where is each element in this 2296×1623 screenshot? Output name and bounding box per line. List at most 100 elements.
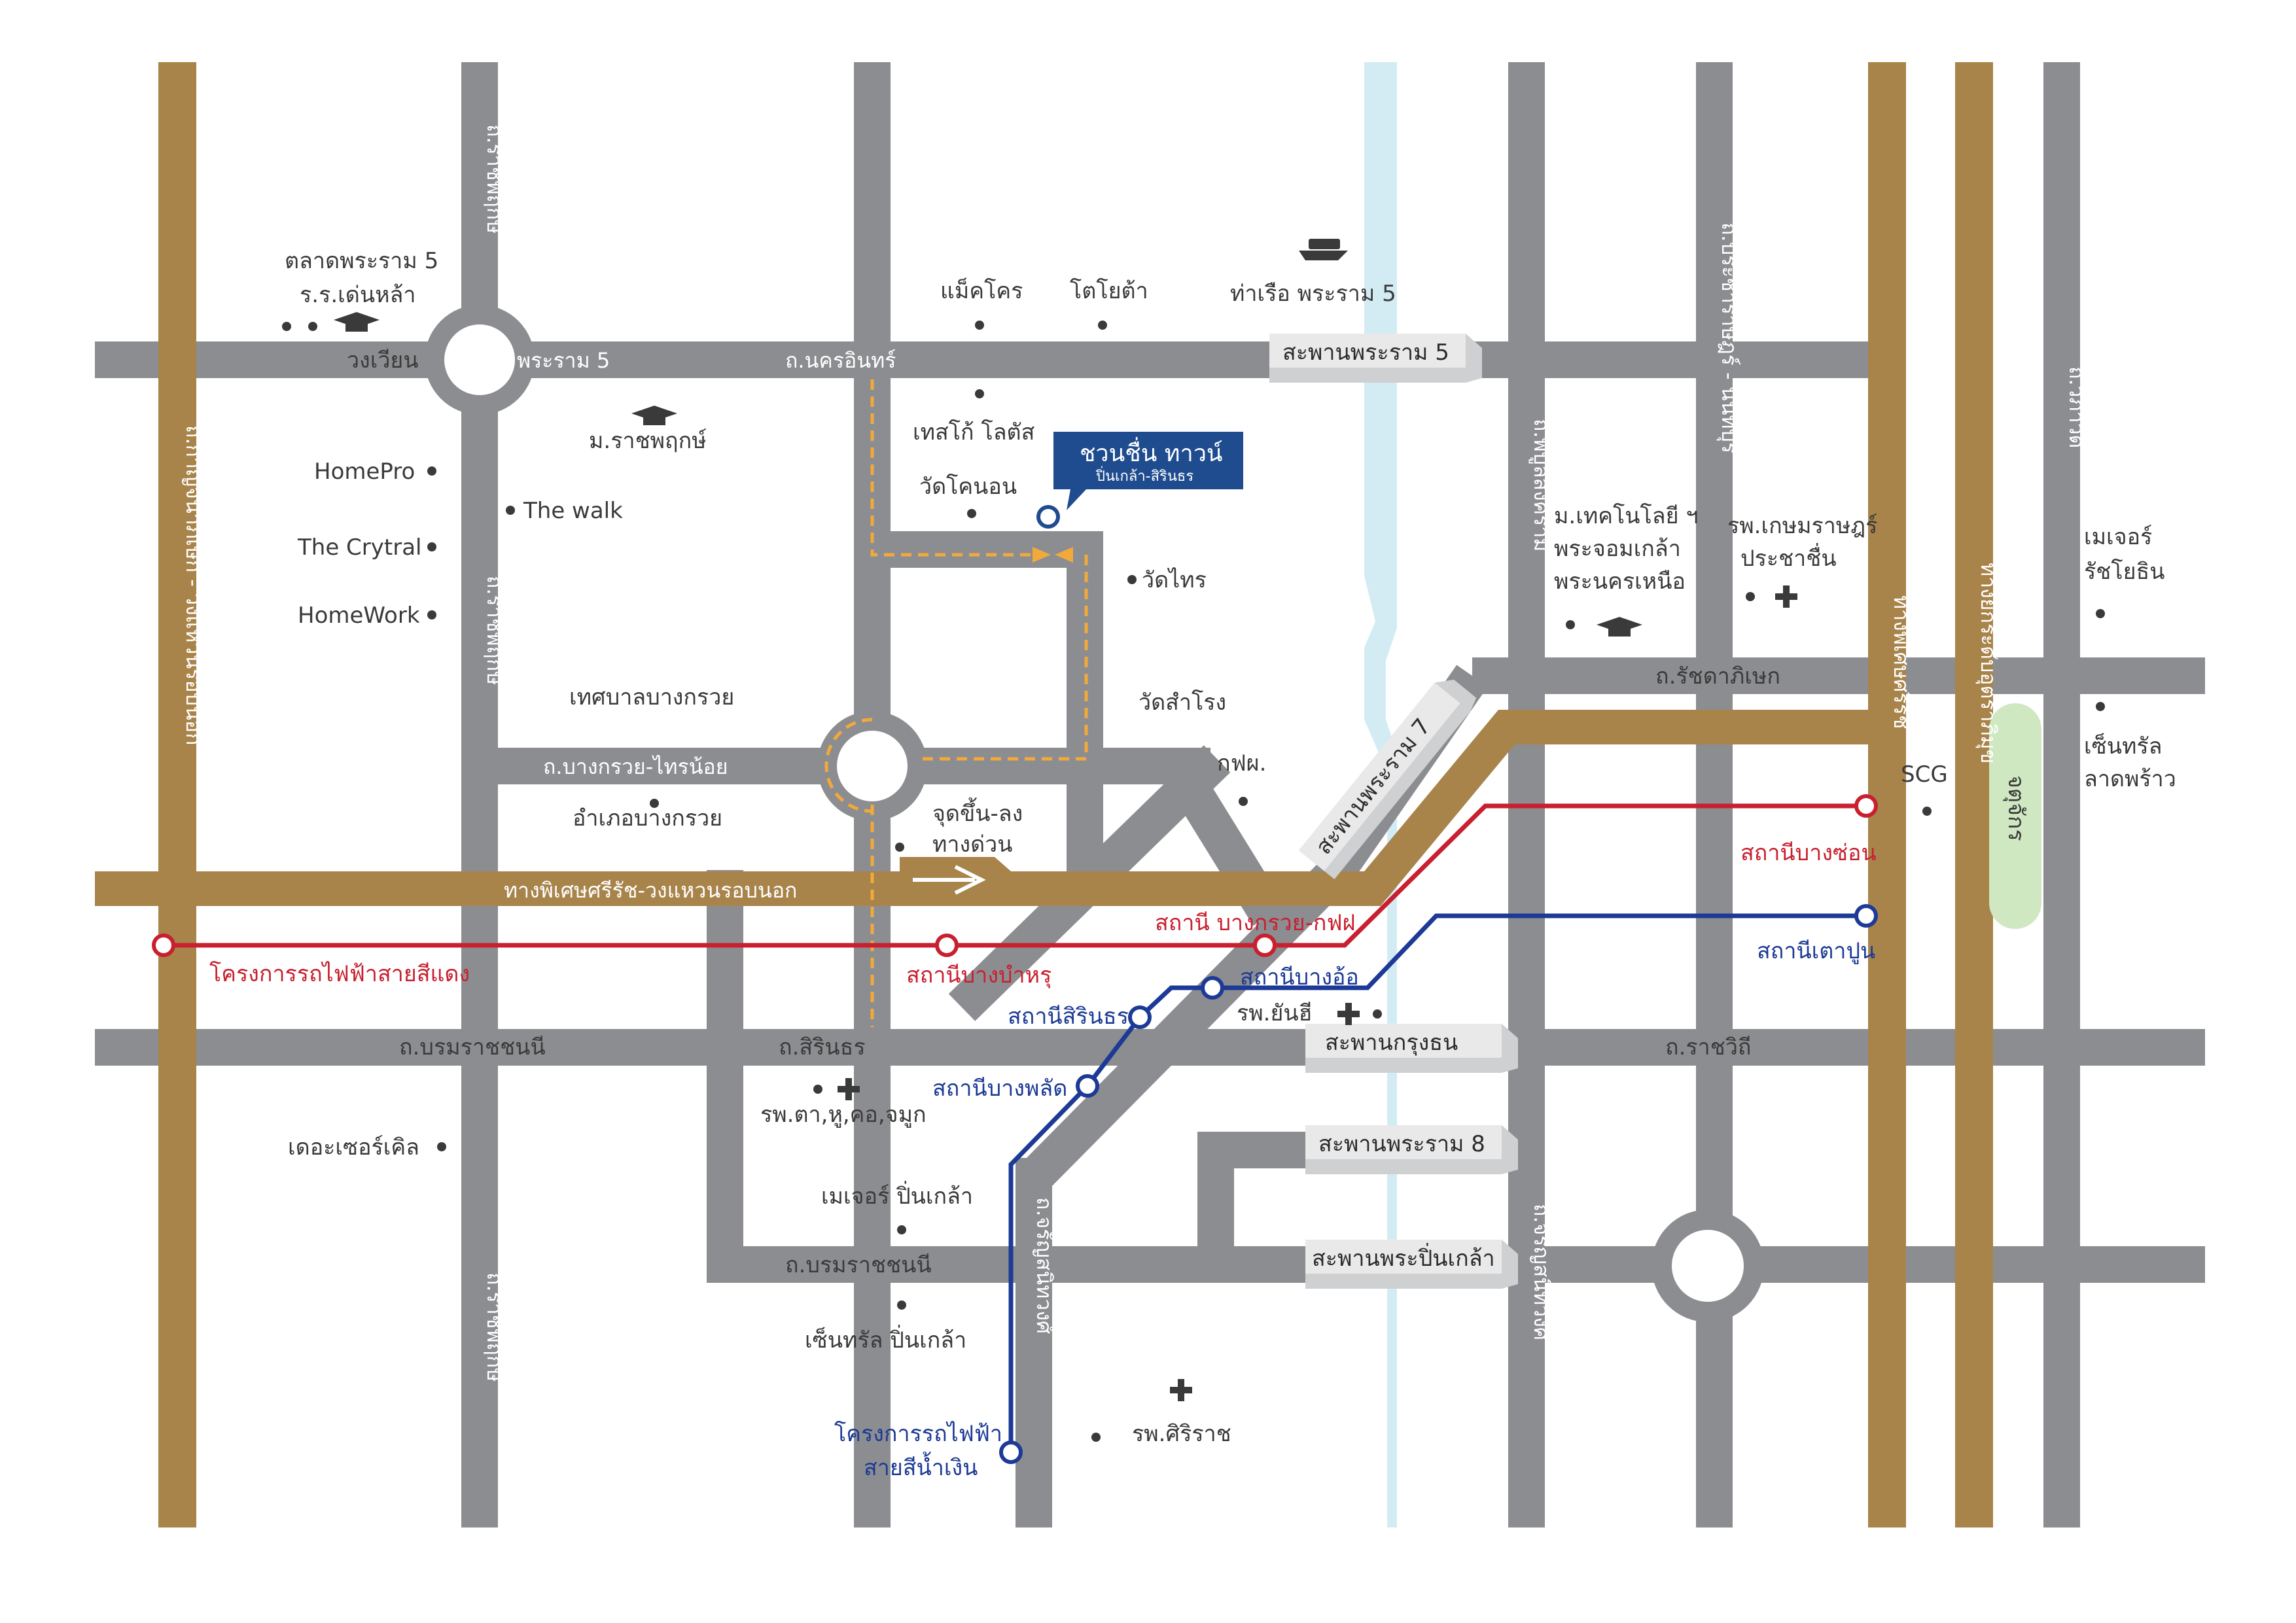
blue-line-stations [999,904,1878,1464]
project-subtitle: ปิ่นเกล้า-สิรินธร [1095,466,1194,485]
expressway-ramp-arrow-icon [900,857,1021,890]
red-line-stations [152,794,1878,957]
label-central-pinklao: เซ็นทรัล ปิ่นเกล้า [805,1325,966,1353]
expressway-arrow-stroke [913,865,986,895]
blue-station-end [999,1440,1023,1464]
label-homepro: HomePro [314,459,415,485]
road-nakhon-in: ถ.นครอินทร์ [785,348,896,373]
label-kmutnb-2: พระจอมเกล้า [1554,536,1681,562]
label-kasemrad-1: รพ.เกษมราษฎร์ [1727,513,1877,539]
project-pin [1036,505,1060,529]
road-wongwian: วงเวียน [347,347,419,374]
blue-station-sirindhorn-label: สถานีสิรินธร [1008,1003,1129,1030]
red-station-bang-kruai-label: สถานี บางกรวย-กฟฝ [1155,910,1355,936]
route-to-project [824,379,1088,1027]
blue-station-bang-o-label: สถานีบางอ้อ [1240,964,1359,990]
label-thewalk: The walk [523,498,623,524]
label-kmutnb-3: พระนครเหนือ [1554,568,1686,595]
road-charan-right: ถ.จรัญสนิทวงศ์ [1529,1204,1554,1340]
road-borom-bottom: ถ.บรมราชชนนี [785,1252,932,1278]
road-borom-left: ถ.บรมราชชนนี [399,1034,546,1060]
red-station-bang-bamru-label: สถานีบางบำหรุ [906,962,1051,988]
blue-station-sirindhorn [1128,1005,1152,1029]
label-crystal: The Crytral [297,534,421,561]
road-charan-left: ถ.จรัญสนิทวงศ์ [1032,1197,1057,1334]
blue-line-labels: โครงการรถไฟฟ้า สายสีน้ำเงิน สถานีบางอ้อ … [834,938,1875,1481]
road-names: วงเวียน พระราม 5 ถ.นครอินทร์ ถ.บางกรวย-ไ… [181,124,2089,1382]
label-makro: แม็คโคร [940,277,1023,304]
boat-icon [1299,239,1348,260]
label-thecircle: เดอะเซอร์เคิล [288,1134,419,1161]
road-rama5: พระราม 5 [517,348,610,373]
label-ratchaphruek-univ: ม.ราชพฤกษ์ [589,428,707,454]
red-line-track [164,803,1866,948]
road-expressway: ทางพิเศษศรีรัช-วงแหวนรอบนอก [504,878,797,903]
label-pier: ท่าเรือ พระราม 5 [1230,281,1396,307]
red-station-start [152,934,175,957]
road-bangkruai-sainoi: ถ.บางกรวย-ไทรน้อย [543,754,728,779]
hospital-cross-icon [1337,1003,1360,1025]
project-marker[interactable]: ชวนชื่น ทาวน์ ปิ่นเกล้า-สิรินธร [1036,432,1243,529]
road-kanchana: ถ.กาญจนาภิเษก - วงแหวนรอบนอก [181,425,206,745]
red-station-bang-son-label: สถานีบางซ่อน [1740,840,1877,866]
label-talat-rama5: ตลาดพระราม 5 [285,248,438,274]
label-kasemrad-2: ประชาชื่น [1740,543,1837,572]
red-line-project: โครงการรถไฟฟ้าสายสีแดง [209,961,470,987]
blue-station-bang-phlat [1076,1074,1099,1098]
red-station-bang-bamru [935,934,959,957]
route-arrow-icon [1033,547,1073,563]
graduation-cap-icon [1597,617,1642,637]
label-scg: SCG [1901,761,1948,788]
bridge-pinklao: สะพานพระปิ่นเกล้า [1312,1243,1495,1272]
blue-station-tao-poon-label: สถานีเตาปูน [1757,938,1875,964]
project-name: ชวนชื่น ทาวน์ [1080,437,1223,467]
red-line-labels: โครงการรถไฟฟ้าสายสีแดง สถานีบางบำหรุ สถา… [209,840,1877,988]
hospital-cross-icon [1775,585,1797,608]
label-homework: HomeWork [298,602,420,629]
roundabouts [425,305,1764,1322]
bridge-krungthon: สะพานกรุงธน [1325,1030,1458,1056]
road-wiphawadi: ถ.วิภาวดี [2064,366,2089,448]
hospital-cross-icon [1170,1379,1192,1401]
label-eent: รพ.ตา,หู,คอ,จมูก [760,1102,927,1128]
label-municipality: เทศบาลบางกรวย [569,684,734,710]
label-central-ladprao-1: เซ็นทรัล [2084,733,2162,759]
road-ratchaphruek-mid: ถ.ราชพฤกษ์ [482,576,507,685]
label-school-denla: ร.ร.เด่นหล้า [300,282,415,308]
road-sirindhorn: ถ.สิรินธร [779,1034,866,1060]
road-phibunsongkhram: ถ.พิบูลสงคราม [1528,419,1554,551]
place-dots [282,321,2105,1442]
blue-station-bang-phlat-label: สถานีบางพลัด [932,1075,1067,1102]
place-labels: ตลาดพระราม 5 ร.ร.เด่นหล้า ม.ราชพฤกษ์ Hom… [285,248,2176,1447]
road-ratchaphruek-bottom: ถ.ราชพฤกษ์ [482,1272,507,1382]
chatuchak-label: จตุจักร [2003,775,2029,841]
label-toll-entry-1: จุดขึ้น-ลง [932,797,1023,827]
label-toyota: โตโยต้า [1070,278,1148,304]
red-station-bang-kruai [1253,934,1277,957]
label-egat: กฟผ. [1217,750,1266,777]
label-major-ratchayothin-2: รัชโยธิน [2084,559,2165,585]
graduation-cap-icon [631,406,677,425]
expressways [95,62,1993,1527]
label-kmutnb-1: ม.เทคโนโลยี ฯ [1554,503,1698,529]
label-major-pinklao: เมเจอร์ ปิ่นเกล้า [821,1181,973,1210]
blue-line-project-2: สายสีน้ำเงิน [864,1452,978,1481]
label-siriraj: รพ.ศิริราช [1132,1421,1231,1447]
bridge-rama5: สะพานพระราม 5 [1282,340,1449,366]
label-yanhee: รพ.ยันฮี [1237,1000,1312,1026]
label-toll-entry-2: ทางด่วน [932,831,1013,858]
label-wat-samrong: วัดสำโรง [1139,689,1226,716]
road-ratchawithi: ถ.ราชวิถี [1665,1034,1752,1060]
label-major-ratchayothin-1: เมเจอร์ [2084,524,2152,550]
road-uttaraphimuk: ทางยกระดับอุตราภิมุข [1975,563,2001,764]
blue-station-tao-poon [1854,904,1878,928]
road-ratchadaphisek: ถ.รัชดาภิเษก [1655,663,1780,689]
label-district-office: อำเภอบางกรวย [573,805,722,831]
blue-station-bang-o [1201,976,1224,1000]
label-wat-sai: วัดไทร [1142,567,1207,593]
label-tesco: เทสโก้ โลตัส [913,419,1035,445]
blue-line-track [1008,913,1866,1452]
road-nonthaburi: ถ.ประชาราษฎร์ - นนทบุรี [1716,222,1742,453]
road-srirat-right: ทางพิเศษศรีรัช [1889,595,1914,729]
label-wat-khanon: วัดโคนอน [919,474,1017,500]
